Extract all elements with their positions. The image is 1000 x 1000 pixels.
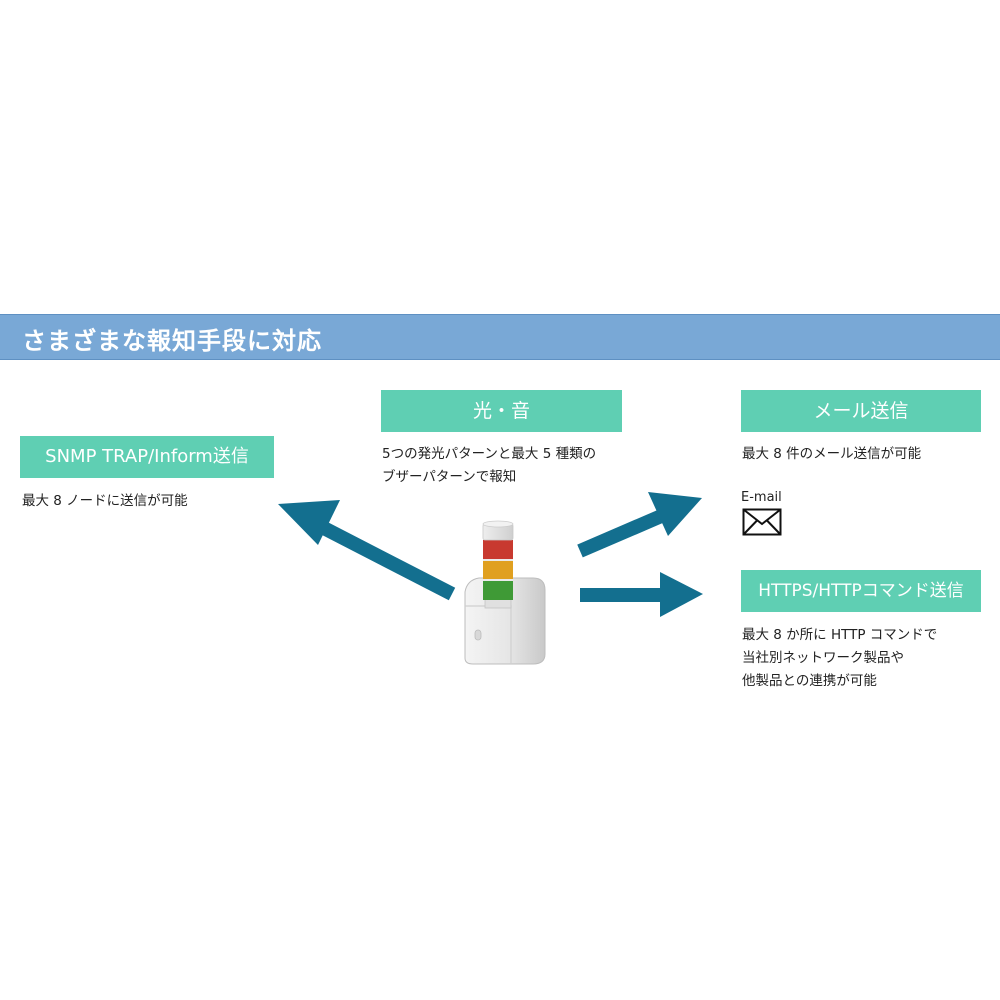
arrow-mail-icon	[577, 492, 702, 558]
light-sound-description-line: ブザーパターンで報知	[382, 469, 517, 485]
light-sound-description-line: 5つの発光パターンと最大 5 種類の	[382, 446, 597, 462]
light-sound-description: 5つの発光パターンと最大 5 種類の ブザーパターンで報知	[382, 443, 596, 489]
https-description-line: 当社別ネットワーク製品や	[742, 650, 904, 666]
page-title: さまざまな報知手段に対応	[22, 327, 322, 355]
section-banner: さまざまな報知手段に対応	[0, 314, 1000, 360]
arrow-left-icon	[278, 500, 456, 601]
https-description-line: 他製品との連携が可能	[742, 673, 877, 689]
signal-tower-device	[464, 520, 546, 665]
https-description-line: 最大 8 か所に HTTP コマンドで	[742, 627, 938, 643]
https-description: 最大 8 か所に HTTP コマンドで 当社別ネットワーク製品や 他製品との連携…	[742, 624, 937, 693]
https-label: HTTPS/HTTPコマンド送信	[741, 570, 981, 612]
light-sound-label: 光・音	[381, 390, 622, 432]
snmp-label: SNMP TRAP/Inform送信	[20, 436, 274, 478]
mail-description: 最大 8 件のメール送信が可能	[742, 446, 922, 462]
arrow-https-icon	[580, 572, 703, 617]
email-icon-label: E-mail	[741, 490, 782, 505]
envelope-icon	[742, 508, 782, 536]
mail-label: メール送信	[741, 390, 981, 432]
snmp-description: 最大 8 ノードに送信が可能	[22, 493, 188, 509]
